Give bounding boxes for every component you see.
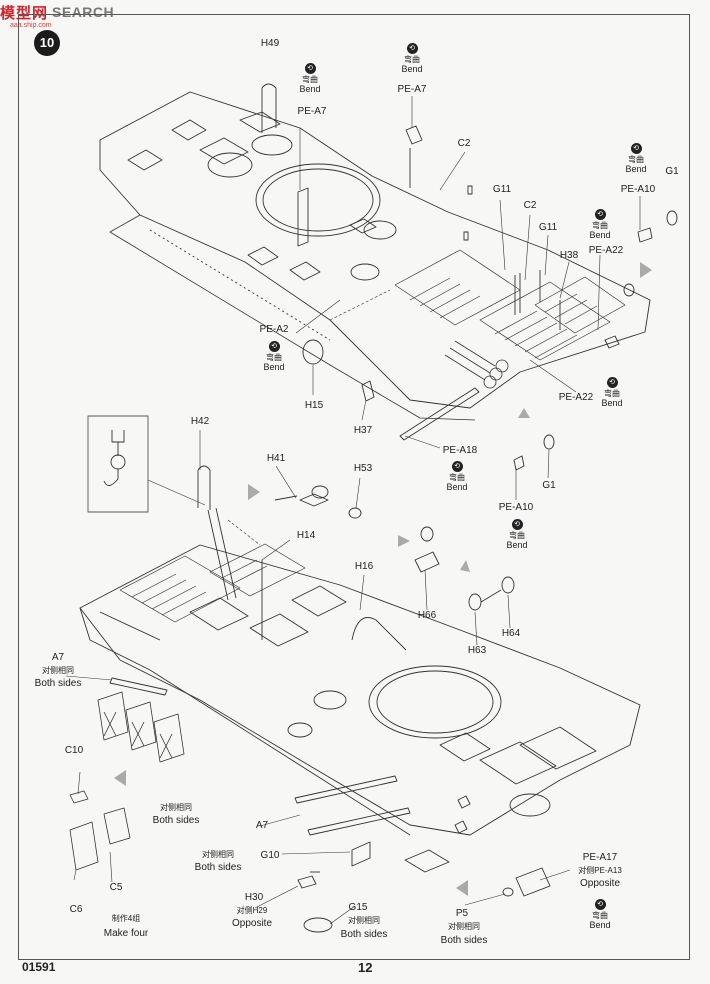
part-label-a7: A7 [51, 652, 65, 663]
note-opposite: Opposite [231, 918, 273, 929]
bend-icon: ⟲ [268, 341, 280, 352]
bend-note-5: ⟲ 弯曲 Bend [263, 341, 285, 372]
note-both-sides-cn-4: 对侧相同 [348, 916, 380, 925]
part-label-h29: 对侧H29 [236, 906, 268, 915]
part-label-pe-a10-b: PE-A10 [498, 502, 534, 513]
bend-note-1: ⟲ 弯曲 Bend [299, 63, 321, 94]
part-label-pe-a13: 对侧PE-A13 [578, 866, 622, 875]
part-label-h37: H37 [353, 425, 373, 436]
part-label-h66: H66 [417, 610, 437, 621]
part-label-g10: G10 [260, 850, 280, 861]
bend-icon: ⟲ [511, 519, 523, 530]
part-label-g15: G15 [348, 902, 368, 913]
note-both-sides-2: Both sides [152, 815, 200, 826]
lower-hull-assembly [65, 430, 641, 933]
page-number: 12 [358, 960, 373, 975]
part-label-h64: H64 [501, 628, 521, 639]
part-label-pe-a17: PE-A17 [582, 852, 618, 863]
watermark: 模型网 SEARCH [0, 0, 114, 24]
part-label-pe-a10: PE-A10 [620, 184, 656, 195]
bend-icon: ⟲ [451, 461, 463, 472]
note-both-sides-cn: 对侧相同 [42, 666, 74, 675]
part-label-pe-a22-b: PE-A22 [558, 392, 594, 403]
hook-detail-icon [87, 415, 206, 513]
watermark-url: aaa.ship.com [10, 22, 52, 29]
note-both-sides-cn-3: 对侧相同 [202, 850, 234, 859]
part-label-g1: G1 [665, 166, 679, 177]
note-both-sides-3: Both sides [194, 862, 242, 873]
part-label-h15: H15 [304, 400, 324, 411]
kit-code: 01591 [22, 960, 56, 974]
bend-icon: ⟲ [304, 63, 316, 74]
part-label-h49: H49 [260, 38, 280, 49]
part-label-h53: H53 [353, 463, 373, 474]
note-make-four: Make four [103, 928, 149, 939]
part-label-pe-a18: PE-A18 [442, 445, 478, 456]
note-make-four-cn: 制作4组 [111, 914, 141, 923]
part-label-c5: C5 [109, 882, 123, 893]
bend-note-9: ⟲ 弯曲 Bend [589, 899, 611, 930]
bend-icon: ⟲ [594, 899, 606, 910]
part-label-g11: G11 [492, 184, 512, 195]
page-frame [18, 14, 690, 960]
part-label-pe-a7-b: PE-A7 [397, 84, 427, 95]
step-badge: 10 [34, 30, 60, 56]
part-label-a7-b: A7 [255, 820, 269, 831]
part-label-pe-a7: PE-A7 [297, 106, 327, 117]
note-both-sides-cn-2: 对侧相同 [160, 803, 192, 812]
part-label-h14: H14 [296, 530, 316, 541]
part-label-h41: H41 [266, 453, 286, 464]
bend-icon: ⟲ [630, 143, 642, 154]
part-label-h16: H16 [354, 561, 374, 572]
part-label-c6: C6 [69, 904, 83, 915]
bend-icon: ⟲ [406, 43, 418, 54]
part-label-g11-b: G11 [538, 222, 558, 233]
part-label-h38: H38 [559, 250, 579, 261]
note-both-sides: Both sides [34, 678, 82, 689]
bend-icon: ⟲ [606, 377, 618, 388]
watermark-logo: 模型网 [0, 4, 49, 22]
upper-hull-assembly [99, 83, 678, 500]
note-both-sides-cn-5: 对侧相同 [448, 922, 480, 931]
bend-note-6: ⟲ 弯曲 Bend [601, 377, 623, 408]
part-label-g1-b: G1 [542, 480, 556, 491]
bend-note-8: ⟲ 弯曲 Bend [506, 519, 528, 550]
part-label-c10: C10 [64, 745, 84, 756]
watermark-search: SEARCH [52, 4, 115, 20]
note-both-sides-5: Both sides [440, 935, 488, 946]
bend-note-4: ⟲ 弯曲 Bend [589, 209, 611, 240]
part-label-pe-a2: PE-A2 [259, 324, 289, 335]
part-label-pe-a22: PE-A22 [588, 245, 624, 256]
bend-note-7: ⟲ 弯曲 Bend [446, 461, 468, 492]
note-opposite-2: Opposite [579, 878, 621, 889]
bend-note-3: ⟲ 弯曲 Bend [625, 143, 647, 174]
note-both-sides-4: Both sides [340, 929, 388, 940]
bend-icon: ⟲ [594, 209, 606, 220]
part-label-h63: H63 [467, 645, 487, 656]
part-label-h30: H30 [244, 892, 264, 903]
part-label-c2: C2 [457, 138, 471, 149]
bend-note-2: ⟲ 弯曲 Bend [401, 43, 423, 74]
part-label-c2-b: C2 [523, 200, 537, 211]
part-label-h42: H42 [190, 416, 210, 427]
part-label-p5: P5 [455, 908, 469, 919]
